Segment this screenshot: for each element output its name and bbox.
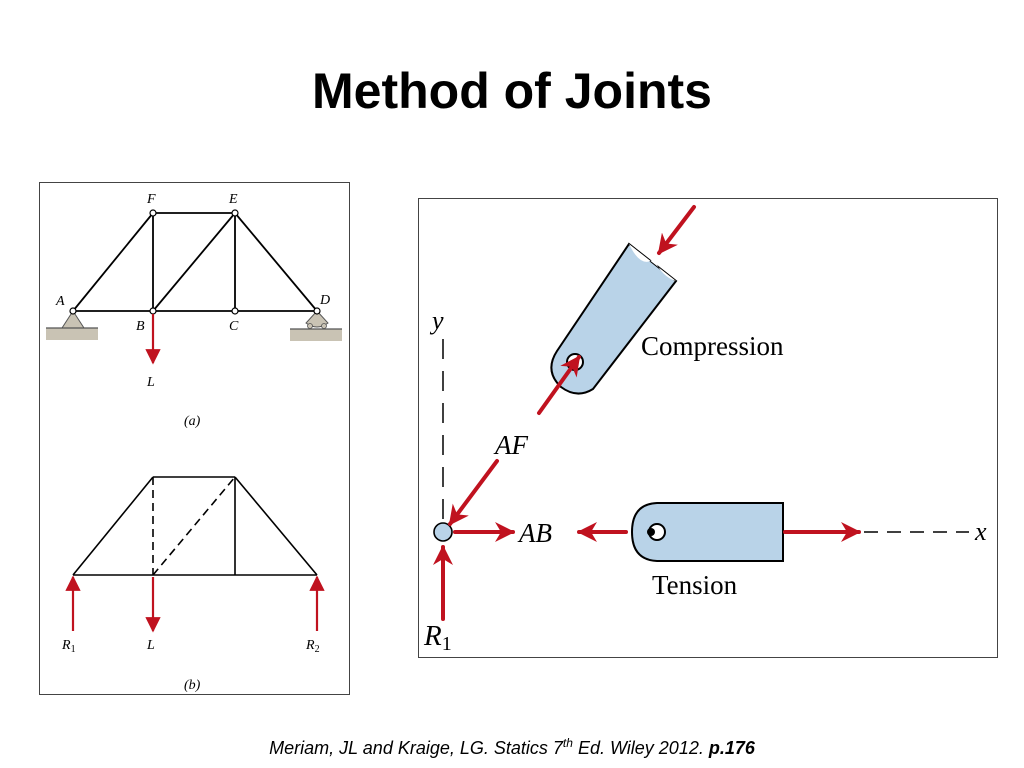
joint-a-panel: y x Compression Tension AF — [418, 198, 998, 658]
member-ab-label: AB — [517, 518, 552, 548]
tension-label: Tension — [652, 570, 738, 600]
compression-label: Compression — [641, 331, 784, 361]
truss-figure: A B C D E F L (a) R1 L R2 (b) — [46, 192, 342, 693]
load-label-a: L — [146, 375, 155, 390]
joint-label-d: D — [319, 293, 330, 308]
pin-support-a — [46, 310, 98, 340]
slide-title: Method of Joints — [312, 63, 712, 119]
reaction-r1-label: R1 — [423, 620, 452, 655]
truss-joints — [69, 209, 321, 315]
free-body-truss — [72, 476, 318, 576]
joint-label-a: A — [55, 294, 65, 309]
truss-members — [72, 212, 318, 312]
joint-a-diagram: y x Compression Tension AF — [423, 205, 987, 655]
force-arrow-af-member — [537, 355, 581, 415]
tension-member — [630, 502, 784, 562]
y-axis-label: y — [429, 306, 444, 335]
joint-label-c: C — [229, 319, 239, 334]
caption-b: (b) — [184, 678, 201, 693]
caption-a: (a) — [184, 414, 201, 429]
member-af-label: AF — [493, 430, 528, 460]
force-arrow-af-joint — [448, 459, 499, 526]
truss-figure-panel: A B C D E F L (a) R1 L R2 (b) — [39, 182, 350, 695]
tension-pin-dot — [647, 528, 655, 536]
joint-label-f: F — [146, 192, 156, 207]
joint-label-b: B — [136, 319, 145, 334]
joint-label-e: E — [228, 192, 238, 207]
label-l-b: L — [146, 638, 155, 653]
roller-support-d — [290, 310, 342, 341]
x-axis-label: x — [974, 517, 987, 546]
label-r2: R2 — [305, 638, 320, 655]
joint-a-pin — [433, 522, 453, 542]
label-r1: R1 — [61, 638, 76, 655]
force-arrow-compression — [657, 205, 696, 255]
citation: Meriam, JL and Kraige, LG. Statics 7th E… — [269, 736, 755, 758]
